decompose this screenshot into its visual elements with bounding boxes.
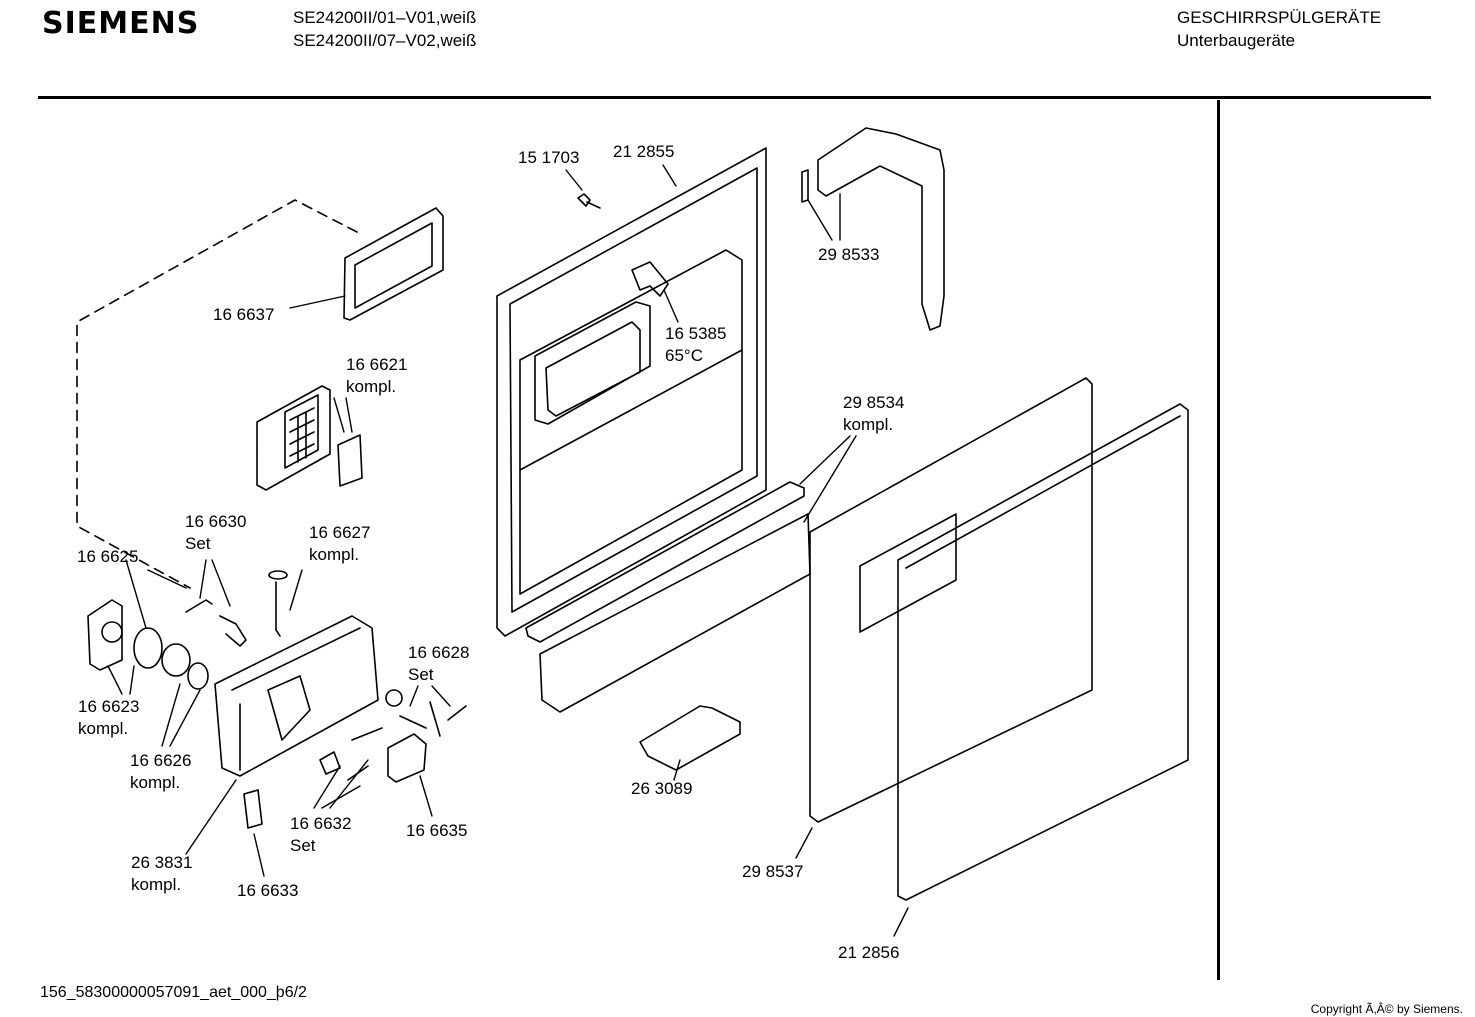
part-number: 26 3089 [631,779,693,798]
small-parts [185,570,467,829]
part-label-298533: 29 8533 [818,244,879,266]
part-263089 [639,705,741,771]
part-label-166626: 16 6626 kompl. [130,750,191,794]
copyright-notice: Copyright Ã,Â© by Siemens. [1310,1002,1463,1016]
part-label-263831: 26 3831 kompl. [131,852,192,896]
screw-151703 [577,193,601,209]
document-id: 156_58300000057091_aet_000_þ6/2 [40,984,307,1001]
model-line-1: SE24200II/01–V01,weiß [293,8,477,27]
part-note: 65°C [665,346,703,365]
model-line-2: SE24200II/07–V02,weiß [293,31,477,50]
bracket-298533 [801,127,945,331]
decor-panel-212856 [897,403,1189,901]
part-label-166635: 16 6635 [406,820,467,842]
part-number: 29 8534 [843,393,905,412]
part-note: kompl. [78,719,129,738]
header-divider [38,96,1431,99]
part-number: 16 6626 [130,751,192,770]
part-number: 21 2856 [838,943,900,962]
part-number: 16 6627 [309,523,371,542]
part-note: kompl. [309,545,360,564]
part-number: 21 2855 [613,142,675,161]
clip-165385 [631,261,669,297]
part-number: 16 6630 [185,512,247,531]
part-note: kompl. [131,875,182,894]
part-number: 29 8533 [818,245,880,264]
part-label-166627: 16 6627 kompl. [309,522,370,566]
part-label-166621: 16 6621 kompl. [346,354,407,398]
part-label-298537: 29 8537 [742,861,803,883]
part-note: kompl. [130,773,181,792]
part-label-166637: 16 6637 [213,304,274,326]
part-number: 16 6628 [408,643,470,662]
part-number: 15 1703 [518,148,580,167]
knob-parts [87,599,209,690]
part-number: 29 8537 [742,862,804,881]
part-number: 16 6635 [406,821,468,840]
part-note: Set [290,836,316,855]
part-number: 16 6623 [78,697,140,716]
part-label-151703: 15 1703 [518,147,579,169]
part-number: 16 6637 [213,305,275,324]
outer-door-298537 [809,377,1093,823]
part-label-212855: 21 2855 [613,141,674,163]
part-number: 16 6621 [346,355,408,374]
part-label-212856: 21 2856 [838,942,899,964]
part-label-298534: 29 8534 kompl. [843,392,904,436]
strip-298534 [525,481,811,713]
part-label-166625: 16 6625 [77,546,138,568]
part-number: 16 6633 [237,881,299,900]
vertical-divider [1217,100,1220,980]
grille-166621 [256,385,363,491]
part-note: kompl. [346,377,397,396]
category-title: GESCHIRRSPÜLGERÄTE [1177,8,1382,27]
part-note: Set [185,534,211,553]
part-label-166633: 16 6633 [237,880,298,902]
part-number: 16 6625 [77,547,139,566]
category-subtitle: Unterbaugeräte [1177,31,1296,50]
siemens-logo: SIEMENS [42,6,200,41]
control-housing-263831 [214,615,379,777]
assembly-boundary [76,199,358,589]
part-label-166623: 16 6623 kompl. [78,696,139,740]
leader-lines [107,164,909,937]
part-label-165385: 16 5385 65°C [665,323,726,367]
part-note: kompl. [843,415,894,434]
part-number: 26 3831 [131,853,193,872]
frame-166637 [343,207,444,321]
part-label-263089: 26 3089 [631,778,692,800]
inner-door-212855 [496,147,767,637]
part-number: 16 6632 [290,814,352,833]
part-number: 16 5385 [665,324,727,343]
part-note: Set [408,665,434,684]
